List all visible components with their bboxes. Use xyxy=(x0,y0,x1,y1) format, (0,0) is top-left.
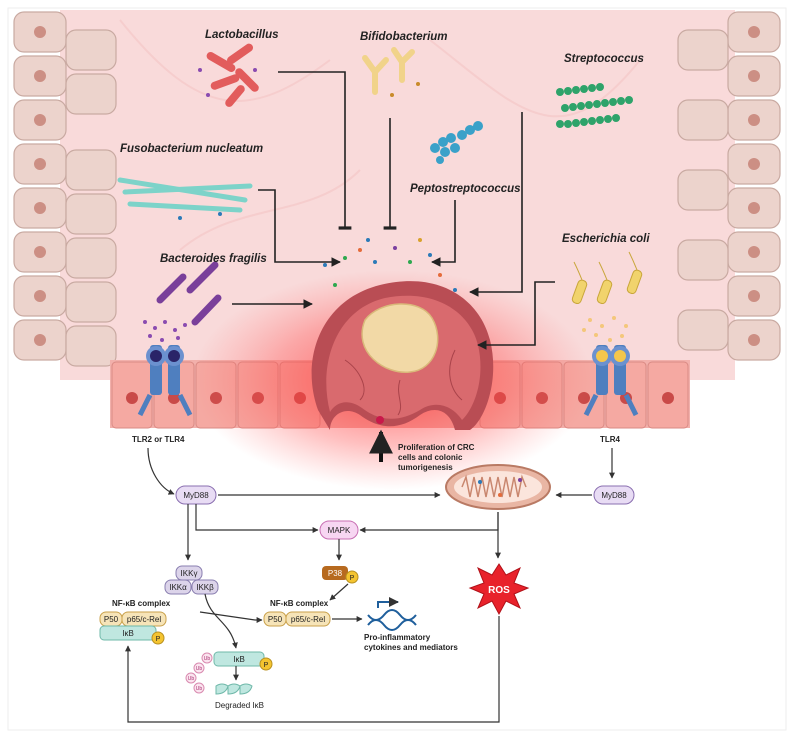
bacteroides-illustration xyxy=(156,261,222,326)
arrow-ikk-ikb xyxy=(204,593,238,649)
bacteria-arrows xyxy=(232,71,555,350)
ikk-beta-label: IKKβ xyxy=(196,583,214,592)
ub-4: Ub xyxy=(196,686,203,692)
ikb-ub-phospho: P xyxy=(264,662,269,669)
ros-label: ROS xyxy=(488,585,510,596)
label-fusobacterium: Fusobacterium nucleatum xyxy=(120,143,263,155)
escherichia-illustration xyxy=(571,251,643,305)
streptococcus-illustration xyxy=(556,83,633,128)
tlr-receptor-left xyxy=(137,345,193,417)
label-tlr-left: TLR2 or TLR4 xyxy=(132,435,185,444)
nfkb-right-p50: P50 xyxy=(268,615,283,624)
ikk-gamma-label: IKKγ xyxy=(181,569,198,578)
nfkb-left-title: NF-κB complex xyxy=(112,599,171,608)
tlr-receptor-right xyxy=(583,345,639,417)
label-lactobacillus: Lactobacillus xyxy=(205,29,279,41)
label-peptostreptococcus: Peptostreptococcus xyxy=(410,183,521,195)
ub-1: Ub xyxy=(204,656,211,662)
lumen-folds xyxy=(119,19,641,251)
nfkb-left-phospho: P xyxy=(156,636,161,643)
bacteroides-dots xyxy=(143,320,187,342)
arrow-tlr-myd88-left xyxy=(147,447,175,495)
nfkb-right-complex xyxy=(263,611,331,627)
degraded-ikb-label: Degraded IκB xyxy=(215,701,264,710)
degraded-ikb-fragments xyxy=(215,683,253,695)
tumor-caption-line3: tumorigenesis xyxy=(398,463,453,472)
fusobacterium-illustration xyxy=(117,177,253,220)
p38-phospho xyxy=(345,570,359,584)
label-bacteroides: Bacteroides fragilis xyxy=(160,253,267,265)
arrow-p38-nfkb xyxy=(329,583,349,601)
arrow-ros-nfkb xyxy=(125,616,500,723)
metabolite-dots xyxy=(323,238,457,292)
tumor-dot xyxy=(376,416,384,424)
nfkb-left-p65: p65/c-Rel xyxy=(127,615,161,624)
myd88-left-label: MyD88 xyxy=(183,491,209,500)
p38-label: P38 xyxy=(328,569,343,578)
nfkb-left-complex xyxy=(99,611,167,645)
nfkb-left-ikb: IκB xyxy=(122,629,134,638)
cytokines-line2: cytokines and mediators xyxy=(364,643,458,652)
ikk-alpha-label: IKKα xyxy=(169,583,187,592)
cytokines-caption: Pro-inflammatory cytokines and mediators xyxy=(364,633,458,652)
ub-2: Ub xyxy=(196,666,203,672)
ub-3: Ub xyxy=(188,676,195,682)
cytokines-line1: Pro-inflammatory xyxy=(364,633,431,642)
bifidobacterium-illustration xyxy=(362,47,420,97)
tumor-caption-line1: Proliferation of CRC xyxy=(398,443,475,452)
nfkb-left-p50: P50 xyxy=(104,615,119,624)
p38-phospho-label: P xyxy=(350,575,355,582)
myd88-right-node xyxy=(593,485,635,505)
p38-node xyxy=(322,566,348,580)
label-bifidobacterium: Bifidobacterium xyxy=(360,31,448,43)
myd88-right-label: MyD88 xyxy=(601,491,627,500)
tumor xyxy=(311,281,494,430)
escherichia-dots xyxy=(582,316,628,342)
arrow-myd88-mapk xyxy=(195,504,319,533)
ikb-ub-label: IκB xyxy=(233,655,245,664)
mitochondrion xyxy=(445,464,551,510)
label-tlr-right: TLR4 xyxy=(600,435,621,444)
peptostreptococcus-illustration xyxy=(430,121,483,164)
tumor-caption-line2: cells and colonic xyxy=(398,453,463,462)
ikb-ubiquitinated xyxy=(185,651,273,694)
mapk-label: MAPK xyxy=(328,526,351,535)
ros-burst xyxy=(468,563,530,616)
dna-helix xyxy=(367,597,417,631)
label-streptococcus: Streptococcus xyxy=(564,53,644,65)
tumor-caption: Proliferation of CRC cells and colonic t… xyxy=(398,443,477,472)
ikk-complex xyxy=(164,565,219,595)
nfkb-right-p65: p65/c-Rel xyxy=(291,615,325,624)
lactobacillus-illustration xyxy=(198,43,259,107)
arrow-nfkb-release xyxy=(199,611,263,623)
label-escherichia: Escherichia coli xyxy=(562,233,650,245)
nfkb-right-title: NF-κB complex xyxy=(270,599,329,608)
